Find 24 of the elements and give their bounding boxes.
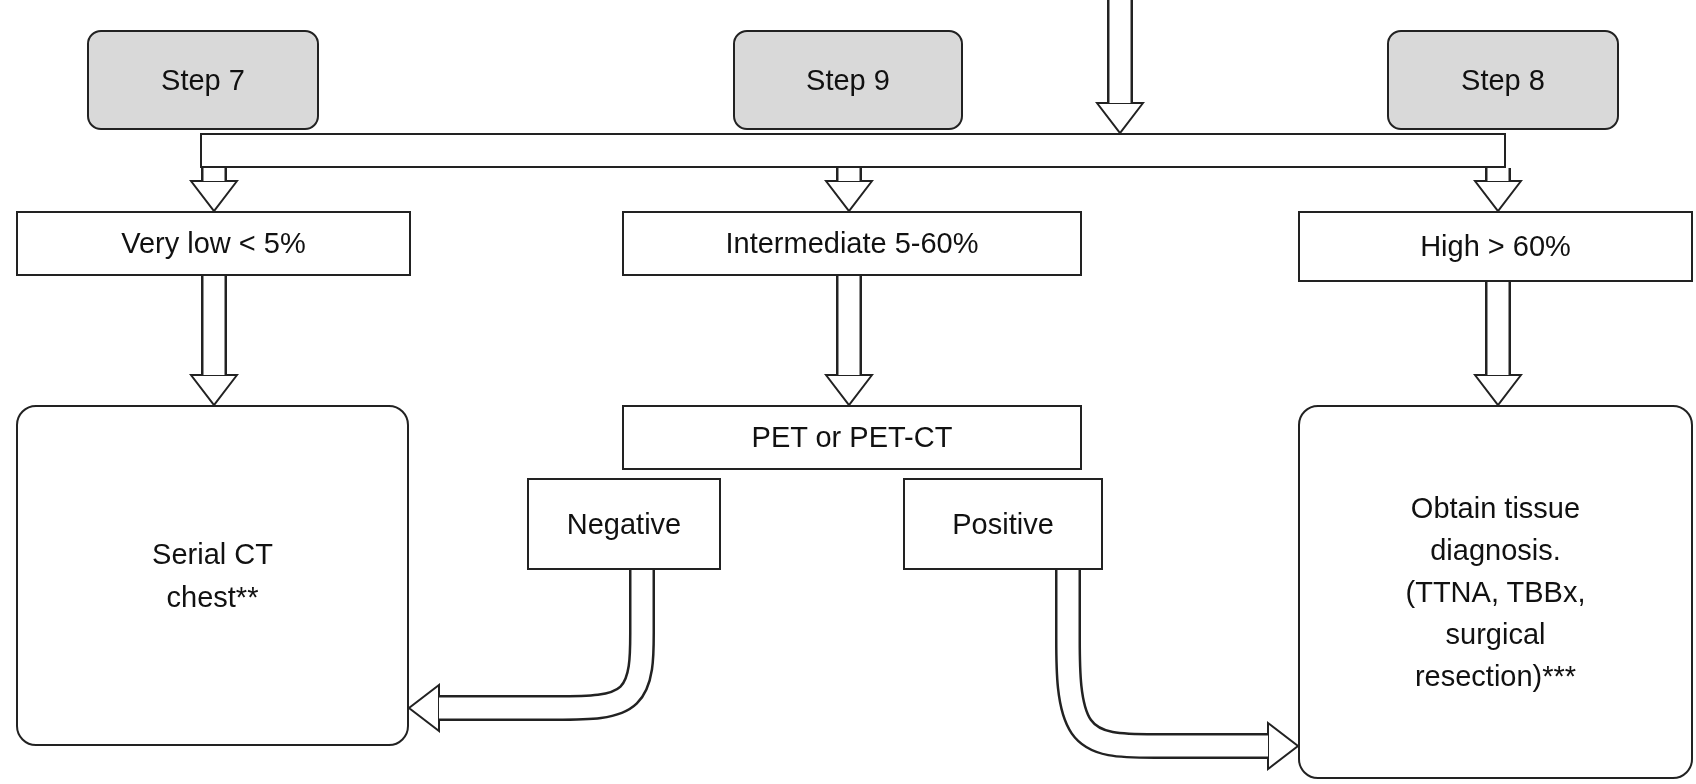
node-text: PET or PET-CT [751,420,953,456]
node-text: Step 9 [806,62,890,98]
node-text: (TTNA, TBBx, surgical resection)*** [1404,574,1587,695]
process-box [622,405,1082,470]
node-text: Very low < 5% [121,226,306,262]
probability-box [622,211,1082,276]
node-text: High > 60% [1420,229,1571,265]
step-box [87,30,319,130]
node-text: Serial CT chest** [151,537,274,615]
node-text: Step 7 [161,62,245,98]
action-box [1298,405,1693,779]
action-box [16,405,409,746]
distribution-bar [200,133,1506,168]
node-text: Negative [566,506,682,542]
step-box [1387,30,1619,130]
step-box [733,30,963,130]
node-text: Positive [952,506,1054,542]
probability-box [16,211,411,276]
result-box [527,478,721,570]
node-text: Intermediate 5-60% [725,226,979,262]
probability-box [1298,211,1693,282]
result-box [903,478,1103,570]
node-text: Obtain tissue diagnosis. [1409,490,1582,568]
node-text: Step 8 [1461,62,1545,98]
